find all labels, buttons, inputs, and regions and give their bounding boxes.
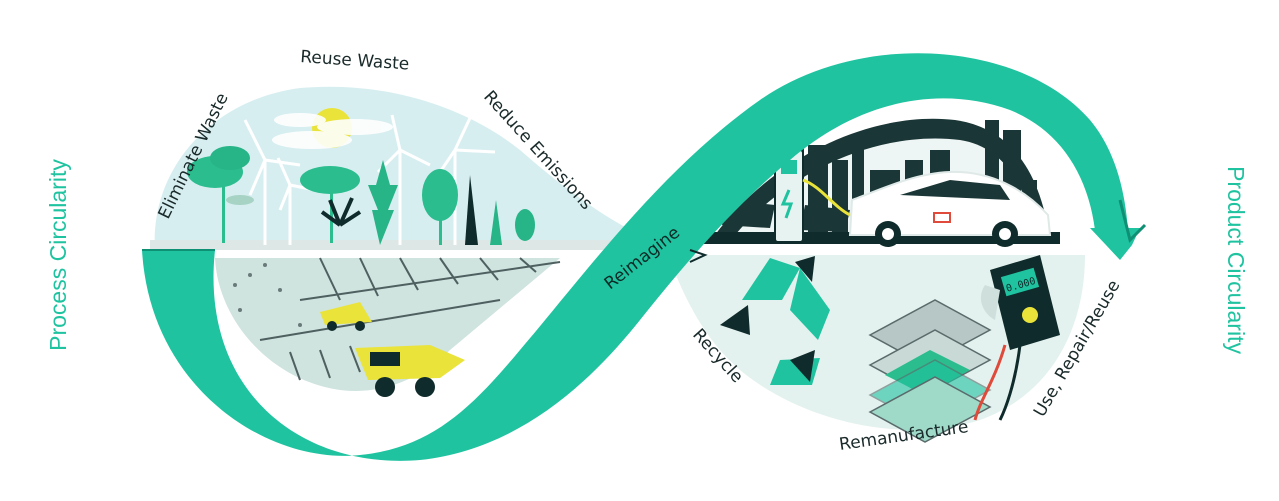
- mine-pit: [215, 257, 561, 391]
- recycle-icon: [720, 256, 830, 385]
- multimeter-icon: 0.000: [973, 255, 1060, 421]
- product-circularity-label: Product Circularity: [1223, 166, 1249, 354]
- process-circularity-label: Process Circularity: [45, 159, 71, 351]
- phone-layers-icon: [868, 299, 992, 443]
- stage-reuse-waste: Reuse Waste: [300, 47, 410, 75]
- forest-icon: [187, 146, 535, 245]
- electric-car-icon: [848, 170, 1052, 247]
- cloud-icon: [272, 113, 393, 149]
- wind-turbine-icon: [243, 114, 496, 245]
- infinity-loop-arrow: [142, 53, 1147, 461]
- process-scene-sky: [150, 86, 640, 251]
- mining-truck-icon: [320, 302, 465, 397]
